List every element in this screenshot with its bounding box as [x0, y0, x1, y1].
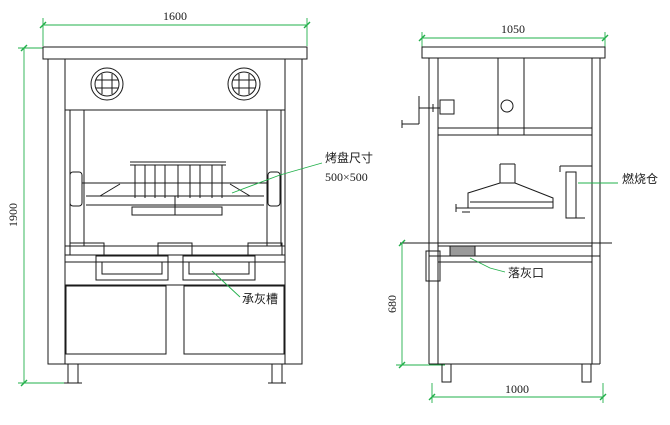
side-left-foot	[441, 363, 452, 383]
side-spit-bearing	[500, 99, 514, 113]
crank-handle[interactable]	[401, 96, 455, 128]
tray-size-value: 500×500	[325, 170, 368, 184]
front-ledge-mid	[157, 242, 193, 256]
front-ledge-left	[69, 242, 105, 256]
ash-outlet-label: 落灰口	[508, 266, 544, 280]
side-width-top-label: 1050	[501, 22, 525, 36]
burn-chamber-label: 燃烧仓	[622, 171, 658, 186]
grill-tray	[69, 171, 281, 216]
side-lower-height-label: 680	[385, 295, 399, 313]
front-cabinet-left	[65, 285, 167, 355]
side-width-dimension-bottom: 1000	[428, 382, 607, 403]
front-height-dimension: 1900	[6, 44, 64, 387]
grill-rack	[130, 161, 226, 198]
front-right-post	[284, 58, 303, 365]
front-right-foot	[271, 363, 283, 384]
tray-size-callout: 烤盘尺寸 500×500	[231, 150, 373, 194]
side-hood	[455, 163, 554, 213]
side-view: 1050	[385, 22, 658, 403]
ash-tray-right[interactable]	[182, 255, 256, 281]
front-ledge-right	[247, 242, 283, 256]
front-left-post	[47, 58, 66, 365]
side-width-dimension-top: 1050	[418, 22, 609, 48]
left-medallion	[90, 67, 124, 101]
ash-trough-callout: 承灰槽	[211, 270, 278, 306]
right-handwheel[interactable]	[267, 171, 281, 207]
front-left-foot	[67, 363, 79, 384]
front-countertop	[42, 46, 308, 60]
ash-tray-left[interactable]	[95, 255, 169, 281]
ash-outlet-callout: 落灰口	[469, 257, 544, 280]
front-width-label: 1600	[163, 9, 187, 23]
side-lower-height-dimension: 680	[385, 239, 445, 369]
side-width-bottom-label: 1000	[505, 382, 529, 396]
ash-outlet-block	[449, 245, 476, 257]
side-right-foot	[581, 363, 592, 383]
burn-chamber	[559, 165, 592, 219]
tray-size-label: 烤盘尺寸	[325, 150, 373, 165]
front-cabinet-right	[183, 285, 285, 355]
right-medallion	[227, 67, 261, 101]
front-width-dimension: 1600	[39, 9, 311, 46]
burn-chamber-callout: 燃烧仓	[578, 171, 658, 186]
ash-trough-label: 承灰槽	[242, 292, 278, 306]
side-mid-shelf	[437, 127, 593, 136]
front-height-label: 1900	[6, 203, 20, 227]
left-handwheel[interactable]	[69, 171, 83, 207]
front-view: 1600 1900	[6, 9, 373, 387]
side-countertop	[421, 46, 606, 59]
ash-outlet-drawer[interactable]	[425, 250, 441, 282]
